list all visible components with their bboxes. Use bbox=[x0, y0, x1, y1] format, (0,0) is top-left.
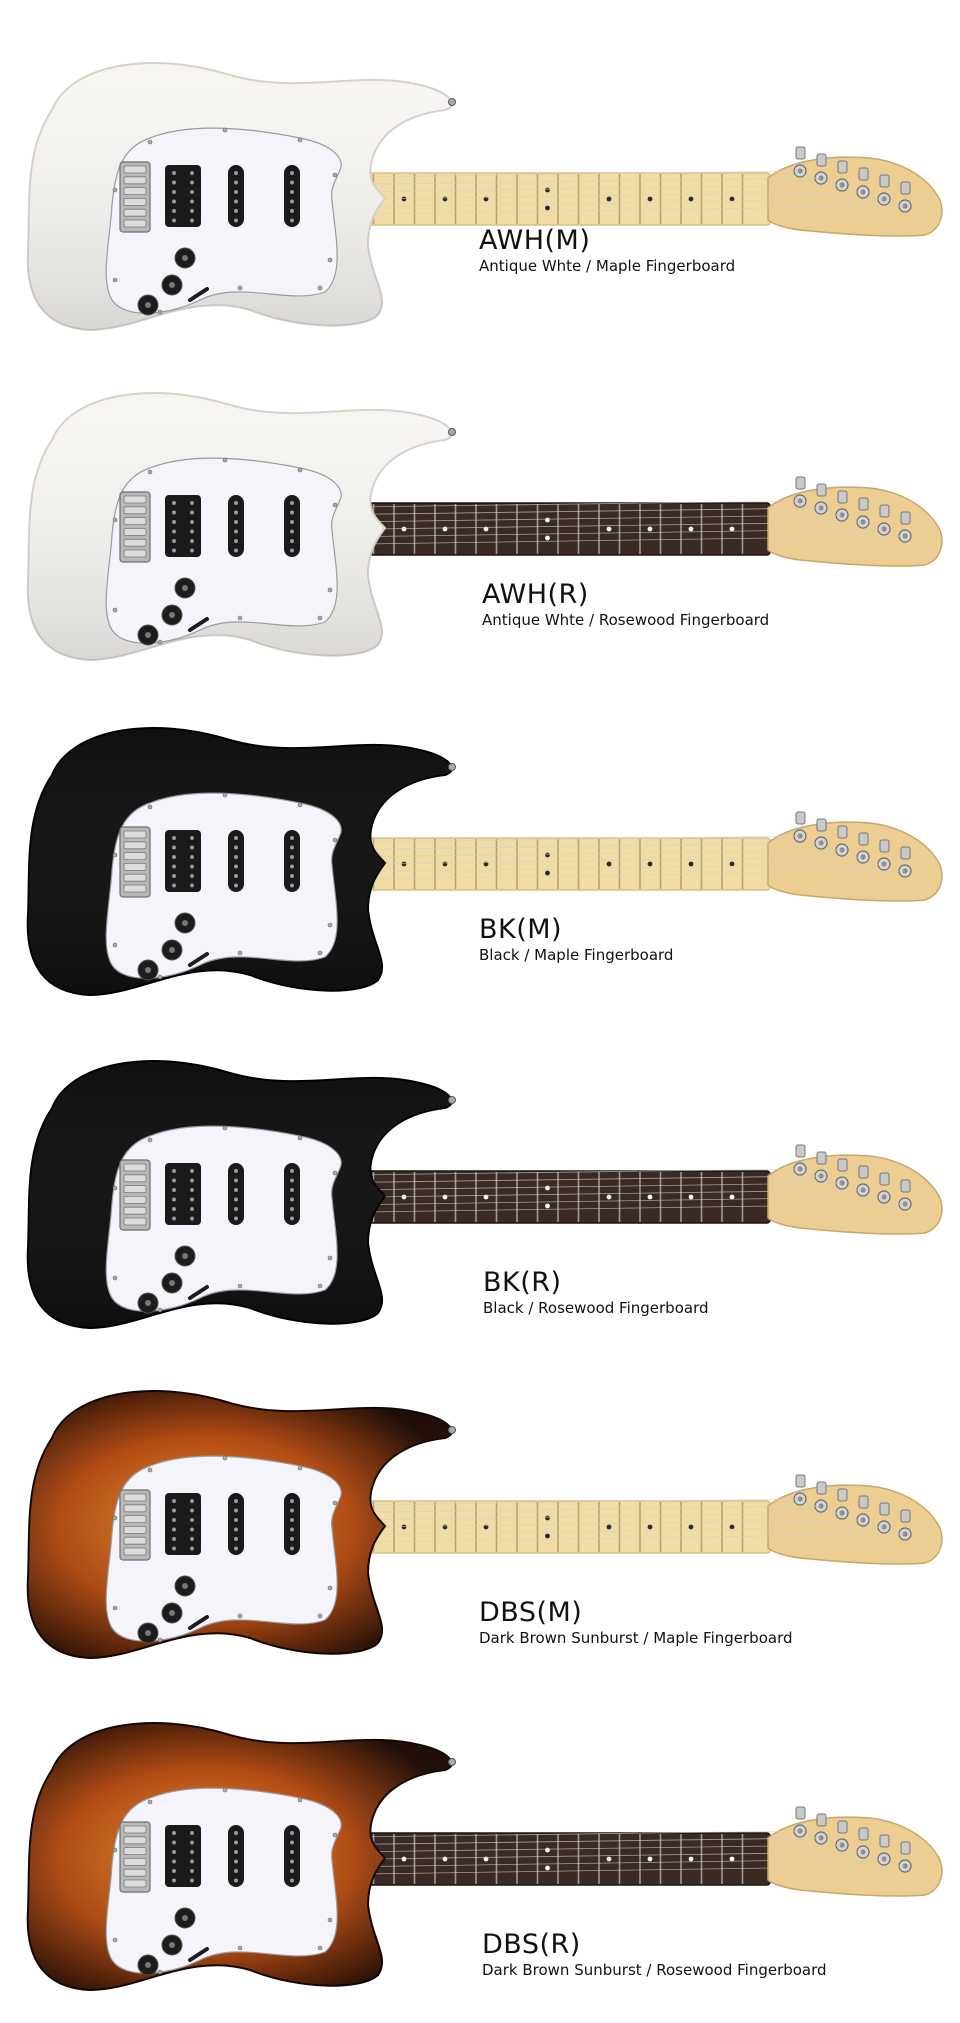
guitar-image bbox=[26, 1721, 943, 1992]
pickguard bbox=[105, 457, 342, 644]
humbucker-pickup bbox=[165, 1493, 201, 1555]
strap-button bbox=[448, 1758, 456, 1766]
pickup-selector bbox=[188, 617, 209, 632]
model-description: Dark Brown Sunburst / Maple Fingerboard bbox=[479, 1629, 793, 1647]
headstock bbox=[767, 486, 943, 567]
guitar-caption: AWH(M) Antique Whte / Maple Fingerboard bbox=[479, 226, 735, 276]
model-code: AWH(M) bbox=[479, 225, 591, 256]
guitar-image bbox=[26, 61, 943, 332]
humbucker-pickup bbox=[165, 165, 201, 227]
headstock bbox=[767, 821, 943, 902]
guitar-caption: BK(R) Black / Rosewood Fingerboard bbox=[483, 1268, 709, 1318]
single-coil-pickup bbox=[284, 830, 300, 892]
humbucker-pickup bbox=[165, 830, 201, 892]
guitar-caption: AWH(R) Antique Whte / Rosewood Fingerboa… bbox=[482, 580, 769, 630]
single-coil-pickup bbox=[284, 495, 300, 557]
guitar-image bbox=[26, 1389, 943, 1660]
humbucker-pickup bbox=[165, 495, 201, 557]
single-coil-pickup bbox=[228, 165, 244, 227]
tuners bbox=[793, 476, 912, 543]
guitar-caption: BK(M) Black / Maple Fingerboard bbox=[479, 915, 673, 965]
single-coil-pickup bbox=[284, 1825, 300, 1887]
model-description: Black / Rosewood Fingerboard bbox=[483, 1299, 709, 1317]
pickup-selector bbox=[188, 1615, 209, 1630]
headstock bbox=[767, 1484, 943, 1565]
guitar-row-bk-m: BK(M) Black / Maple Fingerboard bbox=[0, 695, 960, 1028]
model-description: Dark Brown Sunburst / Rosewood Fingerboa… bbox=[482, 1961, 827, 1979]
single-coil-pickup bbox=[228, 495, 244, 557]
strap-button bbox=[448, 763, 456, 771]
single-coil-pickup bbox=[284, 165, 300, 227]
guitar-image bbox=[26, 1059, 943, 1330]
pickup-selector bbox=[188, 287, 209, 302]
single-coil-pickup bbox=[228, 1825, 244, 1887]
single-coil-pickup bbox=[228, 1163, 244, 1225]
guitar-row-awh-m: AWH(M) Antique Whte / Maple Fingerboard bbox=[0, 30, 960, 363]
model-code: DBS(R) bbox=[482, 1929, 581, 1960]
strap-button bbox=[448, 1096, 456, 1104]
guitar-row-bk-r: BK(R) Black / Rosewood Fingerboard bbox=[0, 1028, 960, 1361]
guitar-image bbox=[26, 391, 943, 662]
guitar-row-dbs-r: DBS(R) Dark Brown Sunburst / Rosewood Fi… bbox=[0, 1690, 960, 2023]
guitar-image bbox=[26, 726, 943, 997]
humbucker-pickup bbox=[165, 1825, 201, 1887]
headstock bbox=[767, 156, 943, 237]
strap-button bbox=[448, 98, 456, 106]
pickguard bbox=[105, 792, 342, 979]
single-coil-pickup bbox=[284, 1163, 300, 1225]
strap-button bbox=[448, 428, 456, 436]
guitar-row-awh-r: AWH(R) Antique Whte / Rosewood Fingerboa… bbox=[0, 360, 960, 693]
pickguard bbox=[105, 1125, 342, 1312]
strap-button bbox=[448, 1426, 456, 1434]
single-coil-pickup bbox=[228, 830, 244, 892]
model-description: Black / Maple Fingerboard bbox=[479, 946, 674, 964]
guitar-caption: DBS(M) Dark Brown Sunburst / Maple Finge… bbox=[479, 1598, 793, 1648]
model-code: BK(R) bbox=[483, 1267, 562, 1298]
guitar-row-dbs-m: DBS(M) Dark Brown Sunburst / Maple Finge… bbox=[0, 1358, 960, 1691]
headstock bbox=[767, 1154, 943, 1235]
single-coil-pickup bbox=[284, 1493, 300, 1555]
tuners bbox=[793, 146, 912, 213]
model-description: Antique Whte / Maple Fingerboard bbox=[479, 257, 736, 275]
guitar-caption: DBS(R) Dark Brown Sunburst / Rosewood Fi… bbox=[482, 1930, 827, 1980]
humbucker-pickup bbox=[165, 1163, 201, 1225]
pickup-selector bbox=[188, 1285, 209, 1300]
model-description: Antique Whte / Rosewood Fingerboard bbox=[482, 611, 770, 629]
headstock bbox=[767, 1816, 943, 1897]
single-coil-pickup bbox=[228, 1493, 244, 1555]
pickguard bbox=[105, 1787, 342, 1974]
pickup-selector bbox=[188, 1947, 209, 1962]
pickguard bbox=[105, 1455, 342, 1642]
pickguard bbox=[105, 127, 342, 314]
model-code: AWH(R) bbox=[482, 579, 589, 610]
model-code: BK(M) bbox=[479, 914, 563, 945]
pickup-selector bbox=[188, 952, 209, 967]
model-code: DBS(M) bbox=[479, 1597, 583, 1628]
